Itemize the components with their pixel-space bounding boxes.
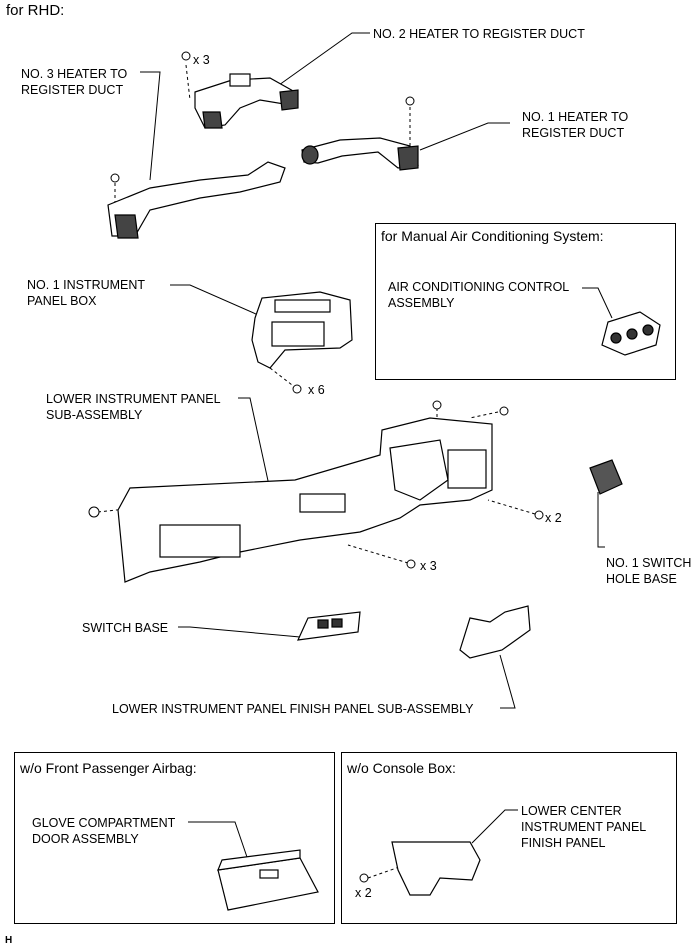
label-no1-duct-1: NO. 1 HEATER TO: [522, 110, 629, 124]
label-switch-base: SWITCH BASE: [82, 621, 169, 635]
label-no2-duct: NO. 2 HEATER TO REGISTER DUCT: [373, 27, 585, 41]
label-lower-panel-2: SUB-ASSEMBLY: [46, 408, 143, 422]
finish-panel-art: [459, 605, 531, 659]
leader-switch-base: [178, 626, 301, 638]
switch-base-art: [297, 611, 361, 641]
label-glove-door-1: GLOVE COMPARTMENT: [32, 816, 176, 830]
glove-door-art: [217, 849, 319, 911]
airbag-box-title: w/o Front Passenger Airbag:: [20, 760, 197, 776]
label-center-finish-3: FINISH PANEL: [521, 836, 606, 850]
label-glove-door-2: DOOR ASSEMBLY: [32, 832, 139, 846]
leader-center-finish: [471, 809, 518, 844]
label-no3-duct-1: NO. 3 HEATER TO: [21, 67, 128, 81]
leader-ac-control: [582, 287, 613, 319]
fastener-icons: [88, 51, 544, 883]
panel-box-art: [251, 291, 353, 369]
no2-duct-art: [194, 73, 299, 129]
leader-lower-panel: [238, 397, 271, 491]
label-ac-control-1: AIR CONDITIONING CONTROL: [388, 280, 570, 294]
switch-hole-art: [589, 459, 623, 495]
leader-no3-duct: [140, 71, 161, 181]
qty-console-clips: x 2: [355, 886, 372, 900]
label-no3-duct-2: REGISTER DUCT: [21, 83, 124, 97]
qty-clips: x 3: [193, 53, 210, 67]
footer-code: H: [5, 935, 13, 946]
label-switch-hole-2: HOLE BASE: [606, 572, 677, 586]
console-box-title: w/o Console Box:: [347, 760, 456, 776]
leader-finish-panel: [499, 654, 516, 709]
ac-control-art: [601, 311, 661, 356]
label-panel-box-2: PANEL BOX: [27, 294, 97, 308]
label-center-finish-1: LOWER CENTER: [521, 804, 622, 818]
label-panel-box-1: NO. 1 INSTRUMENT: [27, 278, 146, 292]
leader-switch-hole: [597, 492, 605, 548]
manual-ac-title: for Manual Air Conditioning System:: [381, 228, 604, 244]
lower-panel-art: [117, 417, 493, 583]
label-no1-duct-2: REGISTER DUCT: [522, 126, 625, 140]
no1-duct-art: [301, 137, 419, 171]
page-heading: for RHD:: [6, 2, 65, 19]
console-box: [341, 752, 677, 924]
label-switch-hole-1: NO. 1 SWITCH: [606, 556, 691, 570]
leader-panel-box: [170, 284, 266, 319]
airbag-box: [14, 752, 335, 924]
manual-ac-box: [375, 223, 676, 380]
center-finish-art: [391, 841, 481, 896]
qty-bolts-6: x 6: [308, 383, 325, 397]
no3-duct-art: [107, 161, 286, 239]
label-lower-panel-1: LOWER INSTRUMENT PANEL: [46, 392, 221, 406]
label-finish-panel: LOWER INSTRUMENT PANEL FINISH PANEL SUB-…: [112, 702, 474, 716]
qty-bolts-2: x 2: [545, 511, 562, 525]
label-ac-control-2: ASSEMBLY: [388, 296, 455, 310]
qty-bolts-lower-3: x 3: [420, 559, 437, 573]
leader-no1-duct: [419, 122, 510, 151]
leader-glove-door: [188, 821, 249, 861]
leader-no2-duct: [271, 32, 370, 91]
label-center-finish-2: INSTRUMENT PANEL: [521, 820, 647, 834]
